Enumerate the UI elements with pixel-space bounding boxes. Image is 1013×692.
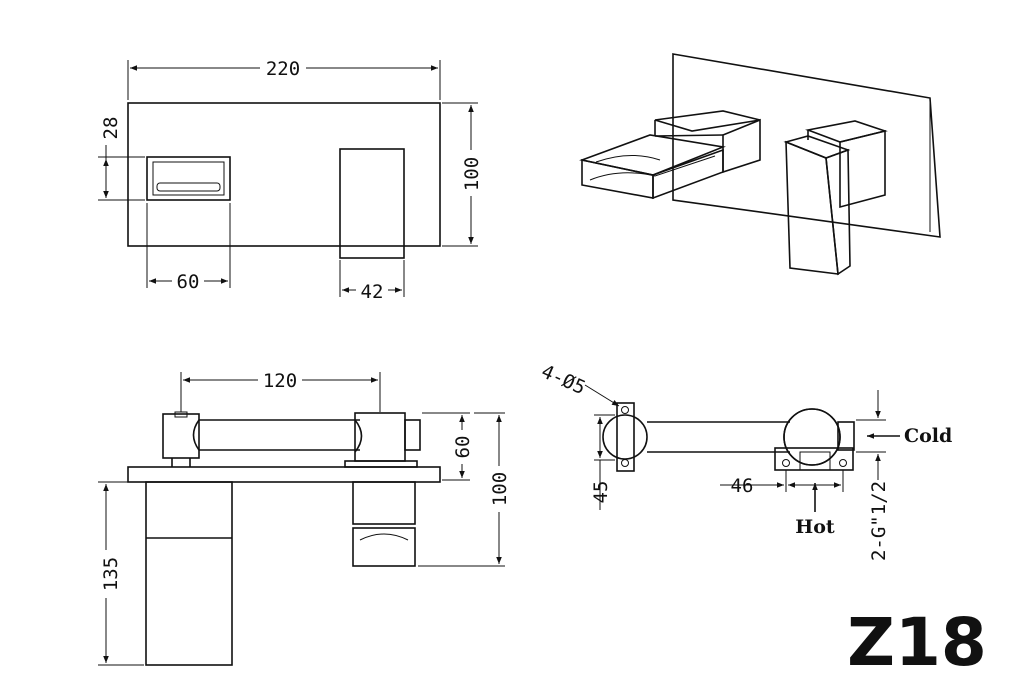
dim-side-depth: 100 xyxy=(489,472,511,506)
cold-label: Cold xyxy=(904,425,952,447)
hot-label: Hot xyxy=(795,516,835,538)
dim-front-spout-offset: 28 xyxy=(100,117,122,140)
dim-side-top-height: 60 xyxy=(452,436,474,459)
dim-front-spout-width: 60 xyxy=(177,271,200,293)
wall-plate-front xyxy=(127,102,441,247)
dim-valve-width: 46 xyxy=(731,475,754,497)
dim-front-width: 220 xyxy=(266,58,300,80)
isometric-view xyxy=(579,53,941,276)
dim-front-handle-width: 42 xyxy=(361,281,384,303)
handle-front xyxy=(339,148,405,259)
dim-valve-thread: 2-G"1/2 xyxy=(868,481,890,561)
dim-side-body-depth: 135 xyxy=(100,557,122,591)
valve-left-port xyxy=(602,414,648,460)
dim-side-centers: 120 xyxy=(263,370,297,392)
dim-valve-height: 45 xyxy=(590,481,612,504)
dim-valve-hole: 4-Ø5 xyxy=(538,360,589,399)
side-view: 120 60 100 135 xyxy=(98,370,511,666)
front-view: 220 28 100 60 42 xyxy=(98,58,483,303)
dim-front-height: 100 xyxy=(461,157,483,191)
spout-opening xyxy=(146,156,231,201)
model-number: Z18 xyxy=(847,604,987,681)
side-plate xyxy=(127,466,441,483)
valve-view: 4-Ø5 45 46 2-G"1/2 Cold Hot xyxy=(538,360,952,561)
